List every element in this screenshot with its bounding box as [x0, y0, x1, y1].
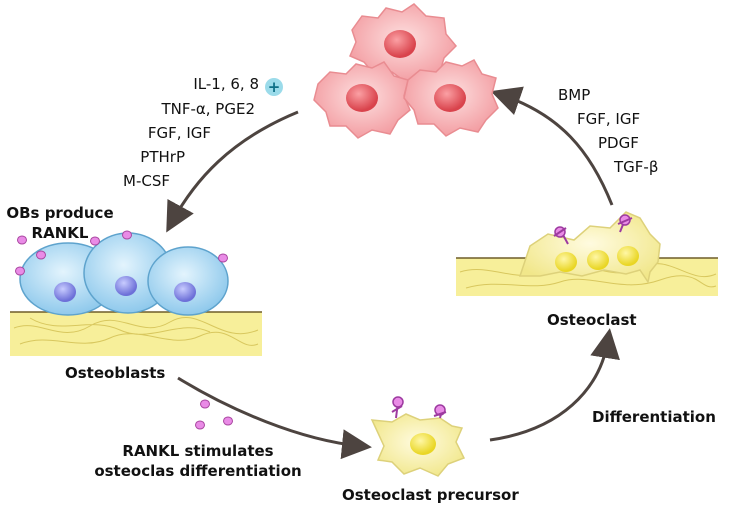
rankl-dot [17, 235, 27, 245]
rankl-dot [90, 236, 100, 246]
osteoclast-nucleus [617, 246, 639, 266]
factor-fgf-igf-right: FGF, IGF [577, 110, 641, 128]
factor-il: IL-1, 6, 8 [193, 75, 259, 93]
rankl-dot [122, 230, 132, 240]
arrow-tumor-to-osteoblasts [166, 110, 299, 233]
rankl-dot [195, 420, 205, 430]
tumor-cell-cluster [313, 3, 499, 139]
label-differentiation: Differentiation [592, 408, 716, 426]
arrow-osteoblasts-to-precursor [177, 376, 372, 460]
rank-receptor-icon [391, 396, 404, 419]
label-osteoclast-precursor: Osteoclast precursor [342, 486, 519, 504]
label-obs-produce: OBs produce [6, 204, 114, 222]
factor-fgf-igf-left: FGF, IGF [147, 124, 211, 142]
label-osteoblasts: Osteoblasts [65, 364, 166, 382]
osteoclast-precursor-cell [370, 396, 466, 477]
tumor-nucleus [384, 30, 416, 58]
factor-pdgf: PDGF [598, 134, 639, 152]
factor-bmp: BMP [558, 86, 591, 104]
rankl-dot [36, 250, 46, 260]
osteoblast-nucleus [174, 282, 196, 302]
rankl-dot [223, 416, 233, 426]
factor-tnf: TNF-α, PGE2 [161, 100, 255, 118]
label-osteoclas-differentiation: osteoclas differentiation [94, 462, 302, 480]
osteoblast-nucleus [54, 282, 76, 302]
rankl-dot [15, 266, 25, 276]
tumor-nucleus [346, 84, 378, 112]
osteoblast-cells [19, 232, 229, 316]
arrow-osteoclast-to-tumor [490, 86, 614, 206]
osteoclast-nucleus [587, 250, 609, 270]
osteoblast-nucleus [115, 276, 137, 296]
rank-receptor-icon [553, 226, 569, 245]
label-rankl-stimulates: RANKL stimulates [122, 442, 274, 460]
factor-pthrp: PTHrP [140, 148, 185, 166]
tumor-nucleus [434, 84, 466, 112]
rankl-dot [200, 399, 210, 409]
osteoblast-cell [147, 246, 229, 316]
factor-mcsf: M-CSF [123, 172, 170, 190]
rank-receptor-icon [617, 214, 633, 233]
plus-icon: + [265, 78, 283, 96]
factor-tgf: TGF-β [614, 158, 659, 176]
arrow-precursor-to-osteoclast [489, 328, 620, 442]
rank-receptor-icon [433, 404, 447, 419]
rankl-dots-top [15, 230, 228, 276]
label-osteoclast: Osteoclast [547, 311, 637, 329]
osteoclast-cell [518, 211, 661, 284]
label-rankl: RANKL [31, 224, 89, 242]
rankl-dots-bottom [195, 399, 233, 430]
bone-matrix-left [10, 311, 262, 356]
rankl-dot [218, 253, 228, 263]
osteoclast-nucleus [555, 252, 577, 272]
precursor-nucleus [410, 433, 436, 455]
